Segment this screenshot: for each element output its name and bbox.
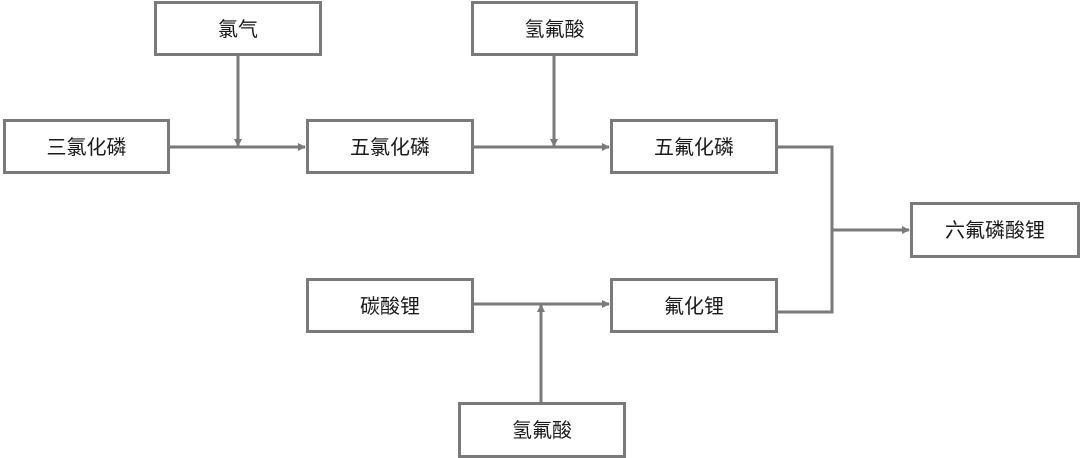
node-hydrofluoric-acid-bottom: 氢氟酸 xyxy=(458,402,626,458)
node-lithium-hexafluorophosphate: 六氟磷酸锂 xyxy=(910,202,1080,258)
node-phosphorus-pentafluoride: 五氟化磷 xyxy=(610,119,778,174)
node-chlorine-label: 氯气 xyxy=(218,16,258,41)
node-phosphorus-trichloride-label: 三氯化磷 xyxy=(46,134,127,159)
node-lithium-carbonate-label: 碳酸锂 xyxy=(360,293,420,318)
node-lithium-hexafluorophosphate-label: 六氟磷酸锂 xyxy=(945,218,1045,242)
node-hydrofluoric-acid-top-label: 氢氟酸 xyxy=(524,16,585,41)
node-hydrofluoric-acid-bottom-label: 氢氟酸 xyxy=(512,418,572,442)
node-phosphorus-pentachloride-label: 五氯化磷 xyxy=(350,134,430,159)
node-lithium-fluoride-label: 氟化锂 xyxy=(664,293,724,318)
node-hydrofluoric-acid-top: 氢氟酸 xyxy=(471,1,638,56)
connector-pf5-merge xyxy=(778,145,834,314)
node-phosphorus-trichloride: 三氯化磷 xyxy=(3,119,170,174)
node-phosphorus-pentafluoride-label: 五氟化磷 xyxy=(654,134,734,159)
node-chlorine: 氯气 xyxy=(154,1,322,56)
node-lithium-carbonate: 碳酸锂 xyxy=(306,278,474,333)
node-lithium-fluoride: 氟化锂 xyxy=(610,278,778,333)
node-phosphorus-pentachloride: 五氯化磷 xyxy=(306,119,474,174)
